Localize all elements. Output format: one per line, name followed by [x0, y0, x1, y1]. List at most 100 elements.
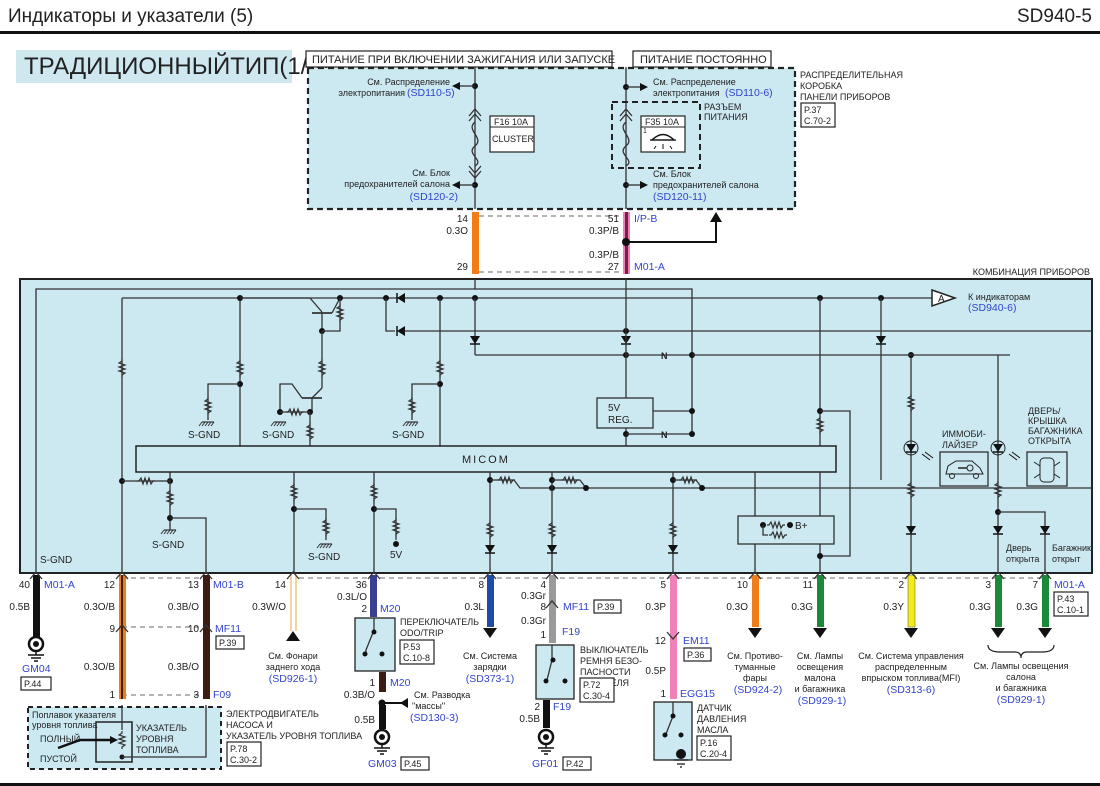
ref-conn: C.10-8 — [403, 653, 430, 663]
fuse-f16-label: F16 10A — [494, 117, 528, 127]
connector-m01-a[interactable]: M01-A — [44, 579, 75, 591]
ground-gf01[interactable]: GF01 — [532, 758, 558, 770]
pin-number: 2 — [361, 604, 367, 615]
connector-m01-a[interactable]: M01-A — [634, 261, 665, 273]
ignition-power-label: ПИТАНИЕ ПРИ ВКЛЮЧЕНИИ ЗАЖИГАНИЯ ИЛИ ЗАПУ… — [312, 54, 615, 66]
car-door-open-icon — [1033, 457, 1061, 483]
wire-gauge: 0.5B — [354, 715, 375, 726]
pin-number: 5 — [660, 580, 666, 591]
regulator-label: REG. — [608, 415, 632, 426]
ref-text: предохранителей салона — [344, 179, 450, 189]
amplifier-a-icon — [931, 288, 958, 308]
wire-gray — [549, 575, 556, 643]
connector-m01-b[interactable]: M01-B — [213, 579, 244, 591]
ref-link-sd926-1[interactable]: (SD926-1) — [269, 673, 317, 685]
ref-conn: C.70-2 — [804, 116, 831, 126]
ground-gm03[interactable]: GM03 — [368, 758, 397, 770]
connector-ip-b[interactable]: I/P-B — [634, 213, 657, 225]
sgnd-label: S-GND — [152, 540, 184, 551]
connector-m01-a[interactable]: M01-A — [1054, 579, 1085, 591]
ref-link-sd373-1[interactable]: (SD373-1) — [466, 673, 514, 685]
ground-gm04[interactable]: GM04 — [22, 663, 51, 675]
pin-number: 51 — [608, 214, 620, 225]
ref-link-sd120-11[interactable]: (SD120-11) — [653, 191, 707, 203]
arrow-down-icon — [1038, 628, 1052, 638]
constant-power-label: ПИТАНИЕ ПОСТОЯННО — [640, 54, 767, 66]
wire-gauge: 0.5P — [645, 666, 666, 677]
arrow-down-icon — [904, 628, 918, 638]
ref-link-sd130-3[interactable]: (SD130-3) — [410, 712, 458, 724]
ref-text: электропитания — [653, 88, 720, 98]
pin-number: 12 — [655, 636, 667, 647]
pin-number: 36 — [356, 580, 368, 591]
cluster-panel — [19, 278, 1093, 574]
pin-number: 9 — [109, 624, 115, 635]
connector-f19[interactable]: F19 — [553, 701, 571, 713]
fuel-full-label: ПОЛНЫЙ — [40, 733, 80, 744]
ref-page: P.42 — [566, 759, 583, 769]
ref-text: заднего хода — [266, 662, 320, 672]
ref-page: P.37 — [804, 105, 821, 115]
connector-f19[interactable]: F19 — [562, 626, 580, 638]
fuel-float-label: уровня топлива — [32, 720, 97, 730]
ref-page: P.44 — [24, 679, 41, 689]
ref-link-sd110-6[interactable]: (SD110-6) — [725, 87, 773, 99]
wire-gauge: 0.3Gr — [521, 616, 547, 627]
connector-m20[interactable]: M20 — [380, 603, 401, 615]
ref-link-sd929-1[interactable]: (SD929-1) — [997, 694, 1045, 706]
odo-switch-label: ПЕРЕКЛЮЧАТЕЛЬ — [400, 617, 479, 627]
ref-page: P.39 — [597, 602, 614, 612]
connector-label: ПИТАНИЯ — [704, 112, 748, 122]
brace-icon — [987, 644, 1055, 659]
ref-text: См. Распределение — [653, 77, 736, 87]
arrow-right-icon — [640, 181, 648, 189]
arrow-up-icon — [710, 212, 722, 222]
wire-gauge: 0.5B — [519, 714, 540, 725]
pin-number: 40 — [19, 580, 31, 591]
ref-text: См. Противо- — [727, 651, 783, 661]
connector-m20[interactable]: M20 — [390, 677, 411, 689]
connector-f09[interactable]: F09 — [213, 689, 231, 701]
ref-text: фары — [743, 673, 767, 683]
connector-mf11[interactable]: MF11 — [215, 623, 241, 635]
ref-link-sd120-2[interactable]: (SD120-2) — [410, 191, 458, 203]
ref-link-sd313-6[interactable]: (SD313-6) — [887, 684, 935, 696]
ground-icon — [26, 635, 46, 663]
ref-link-sd929-1[interactable]: (SD929-1) — [798, 695, 846, 707]
connector-em11[interactable]: EM11 — [683, 635, 710, 647]
fuse-f16-box — [489, 115, 535, 153]
ref-link-sd924-2[interactable]: (SD924-2) — [734, 684, 782, 696]
door-label: ДВЕРЬ/ — [1028, 406, 1061, 416]
sgnd-label: S-GND — [188, 430, 220, 441]
arrow-down-icon — [748, 628, 762, 638]
pin-number: 8 — [478, 580, 484, 591]
ref-text: См. Распределение — [367, 77, 450, 87]
arrow-down-icon — [483, 628, 497, 638]
fuel-gauge-label: УРОВНЯ — [136, 734, 174, 744]
arrow-down-icon — [286, 631, 300, 641]
seatbelt-switch-label: РЕМНЯ БЕЗО- — [580, 656, 642, 666]
connector-egg15[interactable]: EGG15 — [680, 688, 715, 700]
connector-label: РАЗЪЕМ — [704, 102, 741, 112]
wire-gauge: 0.3G — [791, 602, 813, 613]
trunk-open-label: Багажник — [1052, 543, 1091, 553]
wire-pink — [670, 575, 677, 699]
led-door-icon — [990, 440, 1006, 456]
regulator-5v-box — [596, 397, 654, 429]
ref-page: P.43 — [1057, 594, 1074, 604]
wire-gauge: 0.3O — [726, 602, 748, 613]
ref-link-sd940-6[interactable]: (SD940-6) — [968, 302, 1016, 314]
ref-page: P.72 — [583, 680, 600, 690]
ref-text: освещения — [797, 662, 843, 672]
variant-label: ТРАДИЦИОННЫЙТИП(1/3) — [16, 50, 329, 83]
ref-conn: C.30-2 — [230, 755, 257, 765]
fuel-empty-label: ПУСТОЙ — [40, 753, 77, 764]
wire-gauge: 0.3W/O — [252, 602, 286, 613]
junction-box-title: РАСПРЕДЕЛИТЕЛЬНАЯ — [800, 70, 903, 80]
pin-number: 4 — [540, 580, 546, 591]
door-indicator-box — [1026, 451, 1068, 487]
sgnd-label: S-GND — [308, 552, 340, 563]
connector-mf11[interactable]: MF11 — [563, 601, 589, 613]
ref-link-sd110-5[interactable]: (SD110-5) — [407, 87, 455, 99]
